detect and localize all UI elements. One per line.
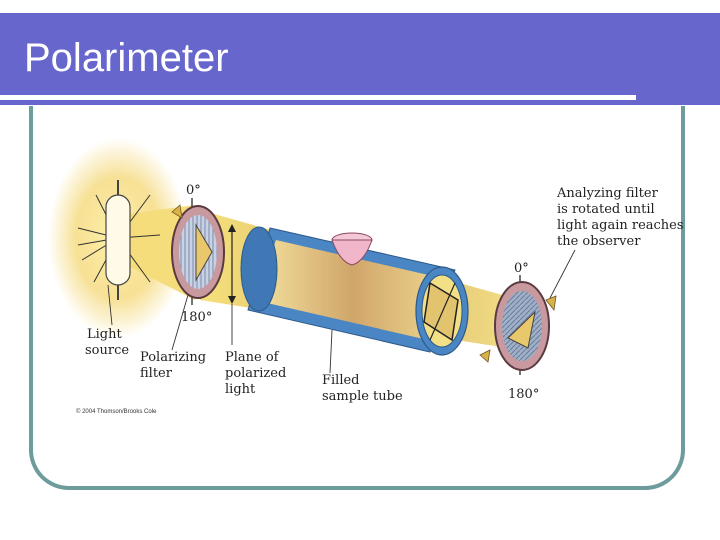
- angle-0-label-first: 0°: [186, 183, 201, 198]
- analyzing-filter-disc: [479, 275, 557, 375]
- copyright-text: © 2004 Thomson/Brooks Cole: [76, 408, 157, 415]
- sample-port-icon: [331, 232, 373, 266]
- polarizing-filter-label: Polarizing filter: [140, 350, 210, 381]
- plane-of-polarized-light-label: Plane of polarized light: [225, 350, 290, 397]
- page-title: Polarimeter: [24, 36, 229, 80]
- title-underline: [0, 95, 636, 100]
- analyzing-filter-label: Analyzing filter is rotated until light …: [556, 186, 688, 249]
- title-bar: [0, 13, 720, 105]
- light-bulb-icon: [105, 180, 131, 300]
- filled-sample-tube-label: Filled sample tube: [322, 373, 403, 404]
- angle-0-label-second: 0°: [514, 261, 529, 276]
- angle-180-label-first: 180°: [181, 310, 212, 325]
- light-source-label: Light source: [85, 327, 129, 358]
- angle-180-label-second: 180°: [508, 387, 539, 402]
- content-frame: [29, 106, 685, 490]
- leader-lines: [107, 249, 576, 374]
- polarization-plane-arrow: [228, 224, 236, 304]
- polarizing-filter-disc: [171, 198, 225, 305]
- sample-tube: [240, 226, 469, 356]
